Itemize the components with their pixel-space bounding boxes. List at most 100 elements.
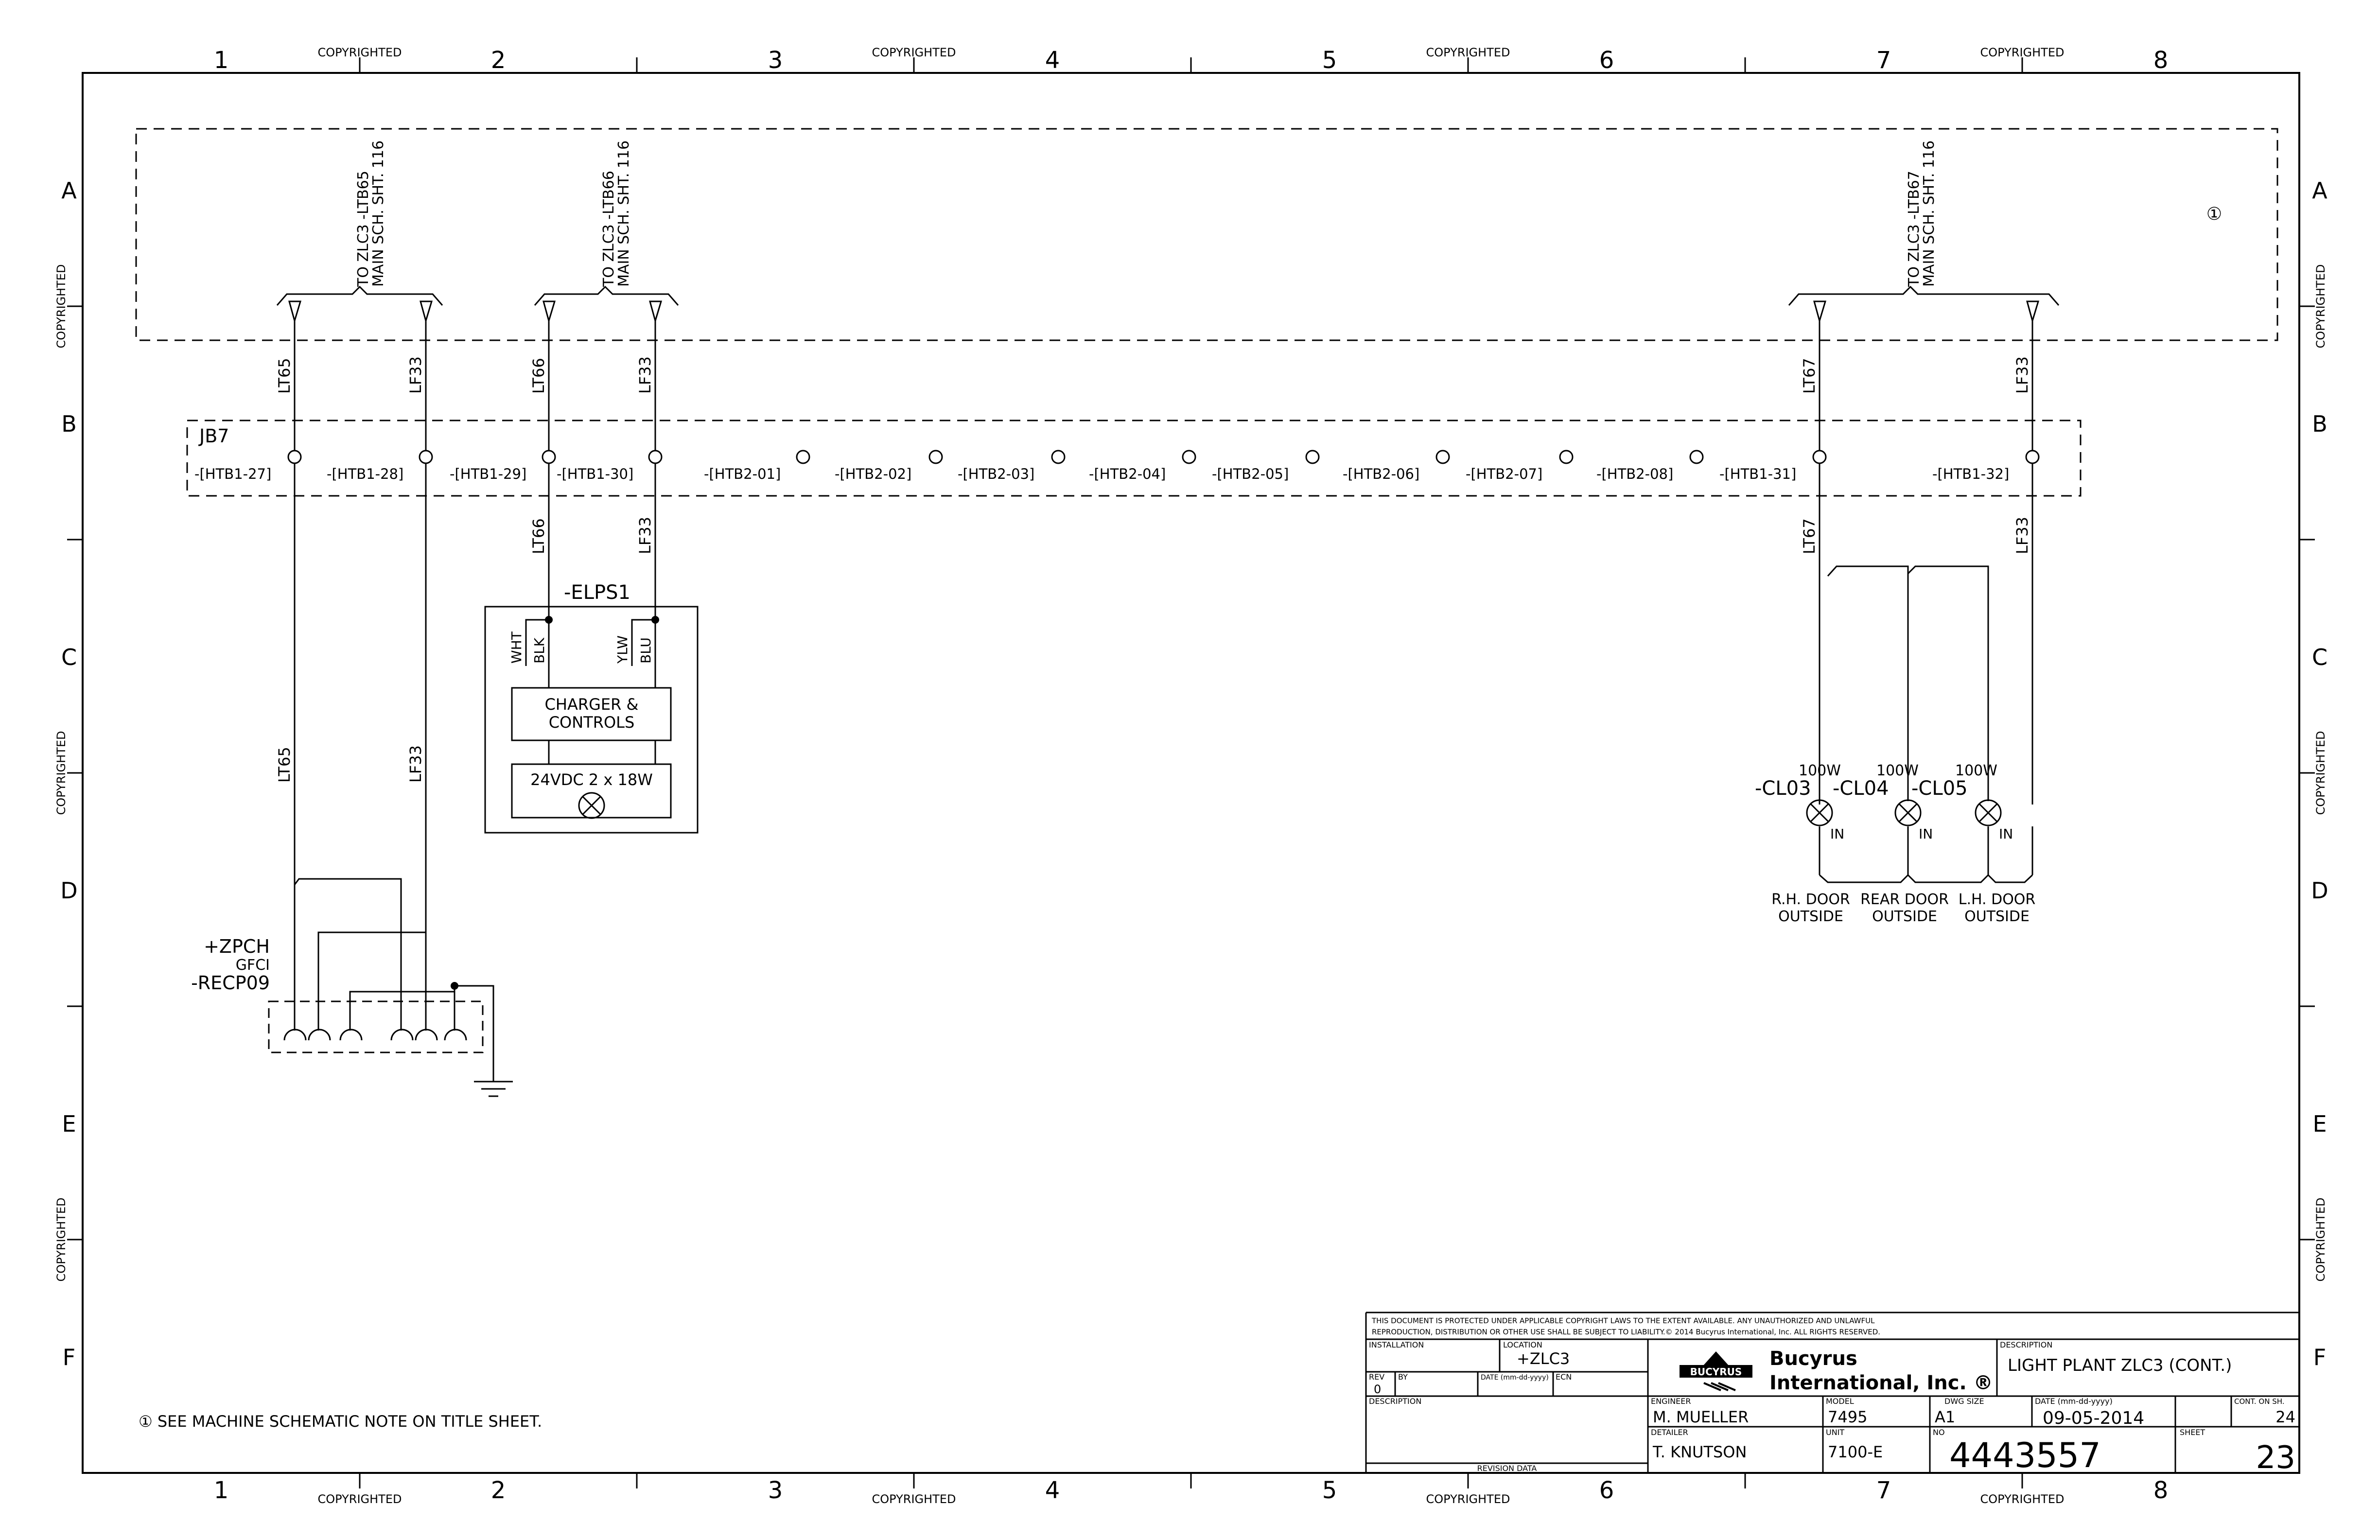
col-num-top-3: 3 xyxy=(768,47,783,74)
continued-value: 24 xyxy=(2275,1408,2295,1426)
lamp-cl05-desc1: L.H. DOOR xyxy=(1959,891,2036,908)
rev-description-label: DESCRIPTION xyxy=(1369,1397,1421,1406)
copyright-bot-2: COPYRIGHTED xyxy=(872,1492,956,1506)
ref3-line-a: TO ZLC3 -LTB67 xyxy=(1906,171,1923,287)
receptacle-contacts xyxy=(283,1029,467,1041)
terminal-circles xyxy=(287,450,2040,464)
row-letter-left-c: C xyxy=(61,644,77,670)
model-label: MODEL xyxy=(1826,1397,1854,1406)
legal-line-2: REPRODUCTION, DISTRIBUTION OR OTHER USE … xyxy=(1372,1328,1880,1336)
terminal-label-htb1-30: -[HTB1-30] xyxy=(557,466,633,482)
wire-label-lt65-low: LT65 xyxy=(275,747,294,783)
charger-label-2: CONTROLS xyxy=(549,713,635,732)
copyright-top-3: COPYRIGHTED xyxy=(1426,46,1510,59)
row-letter-left-e: E xyxy=(62,1111,76,1137)
unit-value: 7100-E xyxy=(1828,1443,1883,1461)
description-label: DESCRIPTION xyxy=(2000,1340,2052,1349)
terminal-label-htb2-07: -[HTB2-07] xyxy=(1466,466,1542,482)
engineer-value: M. MUELLER xyxy=(1653,1408,1749,1426)
elps-name: -ELPS1 xyxy=(564,581,630,604)
elps-outline xyxy=(484,606,699,834)
col-num-bot-2: 2 xyxy=(491,1477,506,1504)
receptacle-location: +ZPCH xyxy=(204,936,270,957)
col-num-top-8: 8 xyxy=(2153,47,2169,74)
ecn-label: ECN xyxy=(1556,1372,1572,1382)
receptacle-outline xyxy=(268,1000,484,1053)
col-num-top-4: 4 xyxy=(1045,47,1060,74)
drawing-number-value: 4443557 xyxy=(1949,1435,2101,1475)
terminal-label-htb2-06: -[HTB2-06] xyxy=(1343,466,1419,482)
lamp-cl04-desc2: OUTSIDE xyxy=(1872,908,1937,925)
ref2-line-b: MAIN SCH. SHT. 116 xyxy=(615,140,632,287)
junction-dots xyxy=(451,616,659,990)
ref3-line-b: MAIN SCH. SHT. 116 xyxy=(1921,140,1938,287)
dwg-size-value: A1 xyxy=(1935,1408,1955,1426)
sheet-label: SHEET xyxy=(2180,1428,2205,1437)
row-ticks xyxy=(67,305,2315,1241)
wire-label-lt67-top: LT67 xyxy=(1800,358,1819,394)
drawing-number-label: NO xyxy=(1933,1428,1945,1437)
receptacle-name: -RECP09 xyxy=(191,972,270,994)
copyright-right-3: COPYRIGHTED xyxy=(2314,1198,2328,1282)
wire-label-lf33-low: LF33 xyxy=(406,745,425,783)
dwg-size-label: DWG SIZE xyxy=(1944,1397,1984,1406)
col-num-bot-3: 3 xyxy=(768,1477,783,1504)
terminal-label-htb1-31: -[HTB1-31] xyxy=(1719,466,1796,482)
company-name-line-1: Bucyrus xyxy=(1769,1348,1857,1370)
terminal-label-htb1-28: -[HTB1-28] xyxy=(327,466,403,482)
location-value: +ZLC3 xyxy=(1517,1349,1570,1368)
lamp-cl05-name: -CL05 xyxy=(1911,777,1968,800)
wire-label-lt65-top: LT65 xyxy=(275,358,294,394)
terminal-label-htb1-32: -[HTB1-32] xyxy=(1932,466,2009,482)
col-num-bot-4: 4 xyxy=(1045,1477,1060,1504)
lamp-cl05-watt: 100W xyxy=(1955,762,1997,779)
copyright-right-1: COPYRIGHTED xyxy=(2314,264,2328,349)
sheet-value: 23 xyxy=(2256,1440,2295,1476)
legal-line-1: THIS DOCUMENT IS PROTECTED UNDER APPLICA… xyxy=(1371,1316,1875,1325)
column-numbers: 1 2 3 4 5 6 7 8 1 2 3 4 5 6 7 8 xyxy=(214,47,2169,1504)
description-value: LIGHT PLANT ZLC3 (CONT.) xyxy=(2008,1356,2232,1375)
reference-labels: TO ZLC3 -LTB65 MAIN SCH. SHT. 116 TO ZLC… xyxy=(355,140,1938,287)
copyright-top-1: COPYRIGHTED xyxy=(318,46,402,59)
wire-label-lt66-top: LT66 xyxy=(529,358,548,394)
col-num-top-7: 7 xyxy=(1876,47,1891,74)
copyright-marks: COPYRIGHTED COPYRIGHTED COPYRIGHTED COPY… xyxy=(54,46,2328,1506)
terminal-label-htb1-27: -[HTB1-27] xyxy=(194,466,271,482)
junction-box-name: JB7 xyxy=(198,425,229,447)
detailer-label: DETAILER xyxy=(1651,1428,1688,1437)
unit-label: UNIT xyxy=(1826,1428,1844,1437)
copyright-left-3: COPYRIGHTED xyxy=(54,1198,68,1282)
row-letter-left-d: D xyxy=(60,877,77,904)
elps-pin-labels: WHT BLK YLW BLU xyxy=(508,631,654,664)
col-num-bot-6: 6 xyxy=(1599,1477,1614,1504)
lamp-cl05-tag: IN xyxy=(1999,826,2013,842)
revision-data-label: REVISION DATA xyxy=(1477,1464,1537,1473)
copyright-top-4: COPYRIGHTED xyxy=(1980,46,2065,59)
elps-pin-blk: BLK xyxy=(531,637,547,664)
elps-pin-ylw: YLW xyxy=(614,635,630,664)
copyright-right-2: COPYRIGHTED xyxy=(2314,731,2328,815)
row-letter-right-a: A xyxy=(2312,177,2328,204)
junction-box-outline xyxy=(186,420,2082,497)
col-num-top-6: 6 xyxy=(1599,47,1614,74)
elps-pin-wht: WHT xyxy=(508,631,525,664)
copyright-left-2: COPYRIGHTED xyxy=(54,731,68,815)
wire-label-lf33-top-3: LF33 xyxy=(2013,356,2031,394)
lamp-cl03-desc2: OUTSIDE xyxy=(1778,908,1843,925)
lamp-cl03-name: -CL03 xyxy=(1755,777,1811,800)
lamp-cl04-desc1: REAR DOOR xyxy=(1860,891,1949,908)
column-ticks xyxy=(359,57,2023,1488)
terminal-label-htb2-03: -[HTB2-03] xyxy=(958,466,1034,482)
schematic-note: ① SEE MACHINE SCHEMATIC NOTE ON TITLE SH… xyxy=(139,1412,542,1431)
model-value: 7495 xyxy=(1828,1408,1867,1426)
wire-label-lf33-mid-3: LF33 xyxy=(2013,517,2031,554)
ref-bracket-3 xyxy=(1788,285,2060,324)
col-num-top-2: 2 xyxy=(491,47,506,74)
detailer-value: T. KNUTSON xyxy=(1652,1443,1747,1461)
wire-label-lt67-mid: LT67 xyxy=(1800,518,1819,554)
ref-bracket-1 xyxy=(276,285,443,324)
charger-label-1: CHARGER & xyxy=(545,695,639,714)
row-letters: A B C D E F A B C D E F xyxy=(60,177,2328,1370)
wire-label-lf33-top-1: LF33 xyxy=(406,356,425,394)
